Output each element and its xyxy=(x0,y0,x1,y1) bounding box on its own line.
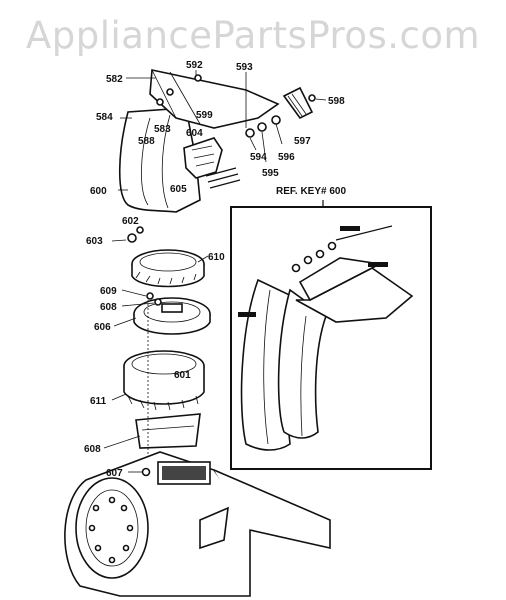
bracket-611 xyxy=(135,413,201,449)
label-599: 599 xyxy=(196,110,213,121)
chute-body xyxy=(118,107,201,213)
hardware-washers xyxy=(156,74,281,138)
label-593: 593 xyxy=(236,62,253,73)
leader-lines xyxy=(103,70,327,473)
watermark-text: AppliancePartsPros.com xyxy=(25,14,481,57)
label-608-lower: 608 xyxy=(84,444,101,455)
label-582: 582 xyxy=(106,74,123,85)
label-603: 603 xyxy=(86,236,103,247)
label-605: 605 xyxy=(170,184,187,195)
label-604: 604 xyxy=(186,128,203,139)
label-607: 607 xyxy=(106,468,123,479)
label-611: 611 xyxy=(90,396,107,407)
label-610: 610 xyxy=(208,252,225,263)
chute-bolt xyxy=(127,226,144,243)
label-592: 592 xyxy=(186,60,203,71)
label-602: 602 xyxy=(122,216,139,227)
adjustment-knob xyxy=(282,86,316,120)
label-598: 598 xyxy=(328,96,345,107)
inset-title: REF. KEY# 600 xyxy=(276,186,346,197)
label-588: 588 xyxy=(138,136,155,147)
chute-bracket xyxy=(183,137,241,189)
ring-601 xyxy=(123,350,205,411)
inset-detail-box: REF. KEY# 600 xyxy=(230,186,432,470)
plate-606 xyxy=(133,292,211,335)
auger-housing xyxy=(64,451,331,597)
label-600: 600 xyxy=(90,186,107,197)
label-606: 606 xyxy=(94,322,111,333)
label-597: 597 xyxy=(294,136,311,147)
label-609: 609 xyxy=(100,286,117,297)
label-595: 595 xyxy=(262,168,279,179)
ring-610 xyxy=(131,249,205,288)
label-584: 584 xyxy=(96,112,113,123)
label-594: 594 xyxy=(250,152,267,163)
label-608-upper: 608 xyxy=(100,302,117,313)
label-583: 583 xyxy=(154,124,171,135)
label-601: 601 xyxy=(174,370,191,381)
label-596: 596 xyxy=(278,152,295,163)
